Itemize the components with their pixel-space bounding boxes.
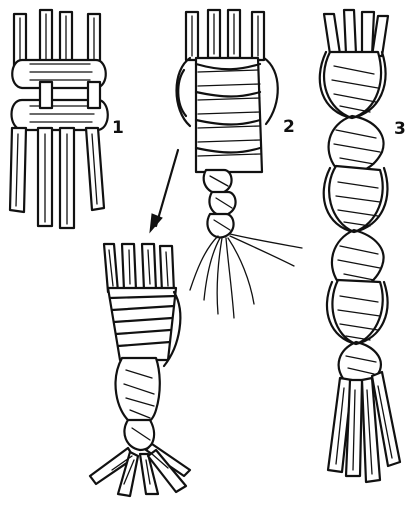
sequence-arrow — [150, 150, 178, 232]
step-2b-figure — [90, 244, 190, 496]
step-1-label: 1 — [112, 118, 124, 138]
step-2-label: 2 — [283, 117, 295, 137]
step-3-label: 3 — [394, 119, 406, 139]
step-3-figure — [320, 10, 400, 482]
step-2-figure — [177, 10, 303, 318]
step-1-figure — [10, 10, 108, 228]
